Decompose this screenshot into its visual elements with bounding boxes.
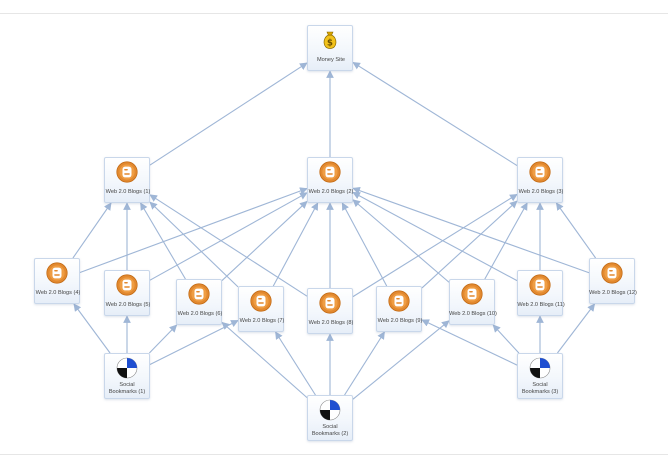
edge-s1-to-b6 — [148, 324, 178, 354]
node-b9[interactable]: Web 2.0 Blogs (9) — [376, 286, 422, 332]
edge-s3-to-b10 — [492, 324, 520, 354]
edge-b9-to-b3 — [421, 200, 518, 289]
edge-s1-to-b7 — [149, 320, 239, 365]
node-label: Web 2.0 Blogs (10) — [449, 311, 497, 317]
edge-s3-to-b9 — [421, 319, 518, 366]
edge-b8-to-b1 — [149, 194, 308, 297]
node-b7[interactable]: Web 2.0 Blogs (7) — [238, 286, 284, 332]
edge-b6-to-b1 — [140, 202, 186, 280]
svg-text:$: $ — [327, 38, 333, 48]
blogger-icon — [188, 283, 210, 305]
blogger-icon — [116, 161, 138, 183]
blogger-icon — [46, 262, 68, 284]
node-label: Web 2.0 Blogs (9) — [377, 318, 423, 324]
node-money[interactable]: $ Money Site — [307, 25, 353, 71]
node-label: Social Bookmarks (3) — [521, 382, 559, 395]
edge-s1-to-b4 — [73, 303, 111, 354]
edge-b1-to-money — [149, 62, 308, 166]
node-b3[interactable]: Web 2.0 Blogs (3) — [517, 157, 563, 203]
blogger-icon — [250, 290, 272, 312]
edge-b12-to-b2 — [352, 186, 590, 274]
edge-b9-to-b2 — [341, 202, 388, 287]
node-label: Web 2.0 Blogs (3) — [518, 189, 564, 195]
edge-b3-to-money — [352, 61, 518, 167]
money-bag-icon: $ — [319, 29, 341, 51]
node-s2[interactable]: Social Bookmarks (2) — [307, 395, 353, 441]
edge-b4-to-b1 — [72, 202, 112, 259]
edge-s2-to-b10 — [352, 320, 450, 400]
edge-s3-to-b12 — [556, 303, 596, 354]
edge-b4-to-b2 — [79, 187, 308, 274]
blogger-icon — [461, 283, 483, 305]
node-b11[interactable]: Web 2.0 Blogs (11) — [517, 270, 565, 316]
edge-b7-to-b2 — [272, 202, 319, 287]
node-b4[interactable]: Web 2.0 Blogs (4) — [34, 258, 80, 304]
node-label: Web 2.0 Blogs (12) — [589, 290, 637, 296]
node-b8[interactable]: Web 2.0 Blogs (8) — [307, 288, 353, 334]
node-label: Web 2.0 Blogs (5) — [105, 302, 151, 308]
node-b5[interactable]: Web 2.0 Blogs (5) — [104, 270, 150, 316]
node-s1[interactable]: Social Bookmarks (1) — [104, 353, 150, 399]
node-label: Social Bookmarks (1) — [108, 382, 146, 395]
blogger-icon — [319, 292, 341, 314]
edge-b10-to-b2 — [352, 199, 450, 283]
node-b2[interactable]: Web 2.0 Blogs (2) — [307, 157, 353, 203]
blogger-icon — [319, 161, 341, 183]
edge-b5-to-b2 — [149, 192, 308, 281]
edge-b12-to-b3 — [555, 202, 597, 259]
social-bookmark-icon — [319, 399, 341, 421]
blogger-icon — [116, 274, 138, 296]
edge-s2-to-b7 — [275, 331, 316, 396]
edge-b11-to-b2 — [352, 191, 518, 282]
blogger-icon — [529, 274, 551, 296]
edge-b7-to-b1 — [149, 201, 239, 288]
node-label: Web 2.0 Blogs (4) — [35, 290, 81, 296]
node-label: Social Bookmarks (2) — [311, 424, 349, 437]
node-label: Web 2.0 Blogs (8) — [308, 320, 354, 326]
edge-b8-to-b3 — [352, 193, 518, 298]
node-label: Money Site — [317, 57, 345, 63]
edge-b10-to-b3 — [484, 202, 528, 280]
edge-s2-to-b9 — [344, 331, 385, 396]
node-label: Web 2.0 Blogs (6) — [177, 311, 223, 317]
social-bookmark-icon — [116, 357, 138, 379]
node-label: Web 2.0 Blogs (1) — [105, 189, 151, 195]
node-label: Web 2.0 Blogs (7) — [239, 318, 285, 324]
blogger-icon — [529, 161, 551, 183]
node-b10[interactable]: Web 2.0 Blogs (10) — [449, 279, 497, 325]
node-s3[interactable]: Social Bookmarks (3) — [517, 353, 563, 399]
edge-b6-to-b2 — [221, 200, 308, 281]
blogger-icon — [601, 262, 623, 284]
social-bookmark-icon — [529, 357, 551, 379]
frame-top-border — [0, 13, 668, 14]
node-label: Web 2.0 Blogs (2) — [308, 189, 354, 195]
frame-bottom-border — [0, 454, 668, 455]
node-b12[interactable]: Web 2.0 Blogs (12) — [589, 258, 637, 304]
node-label: Web 2.0 Blogs (11) — [517, 302, 565, 308]
blogger-icon — [388, 290, 410, 312]
edge-s2-to-b6 — [221, 321, 308, 399]
node-b6[interactable]: Web 2.0 Blogs (6) — [176, 279, 222, 325]
node-b1[interactable]: Web 2.0 Blogs (1) — [104, 157, 150, 203]
